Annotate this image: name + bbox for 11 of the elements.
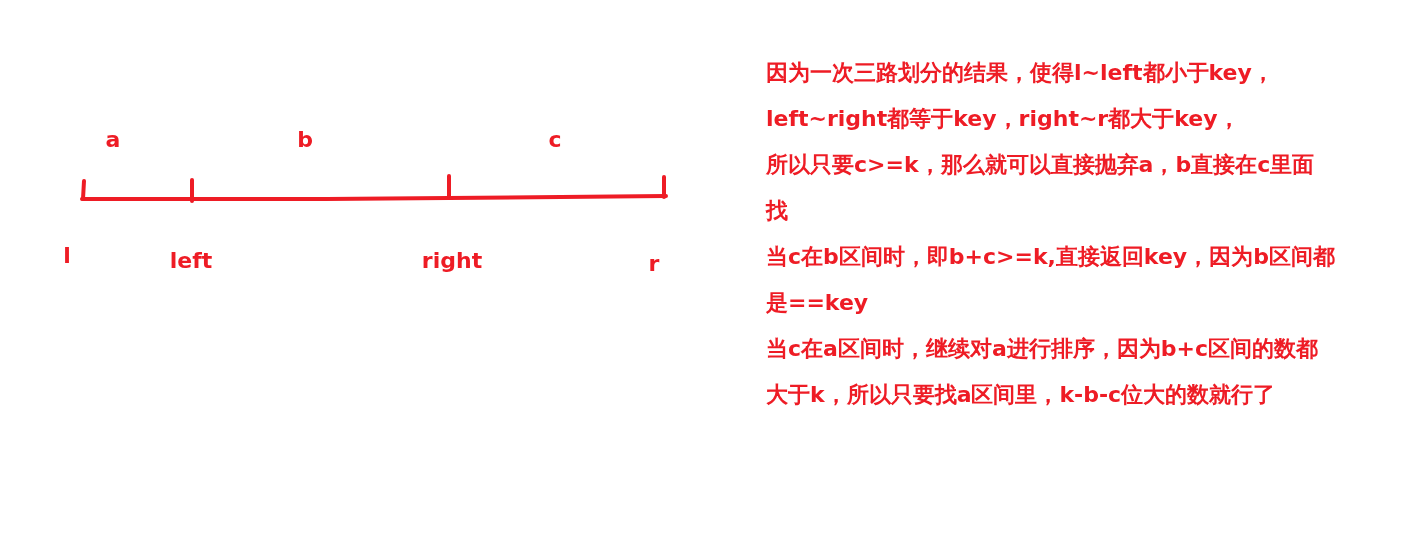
axis-label: a xyxy=(105,129,121,151)
axis-label: left xyxy=(169,250,213,272)
axis-label: b xyxy=(297,129,313,151)
axis-label: r xyxy=(648,253,660,275)
axis-label: l xyxy=(63,245,71,267)
explanation-text: 当c在a区间时，继续对a进行排序，因为b+c区间的数都大于k，所以只要找a区间里，k-b-c位大的数就行了 xyxy=(766,335,1319,409)
explanation-text: 所以只要c>=k，那么就可以直接抛弃a，b直接在c里面找 xyxy=(766,151,1316,225)
explanation-text: 当c在b区间时，即b+c>=k,直接返回key，因为b区间都是==key xyxy=(766,243,1336,317)
axis-label: c xyxy=(548,129,562,151)
explanation-text: 因为一次三路划分的结果，使得l~left都小于key，left~right都等于key，right~r都大于key， xyxy=(766,59,1275,133)
axis-label: right xyxy=(421,250,483,272)
